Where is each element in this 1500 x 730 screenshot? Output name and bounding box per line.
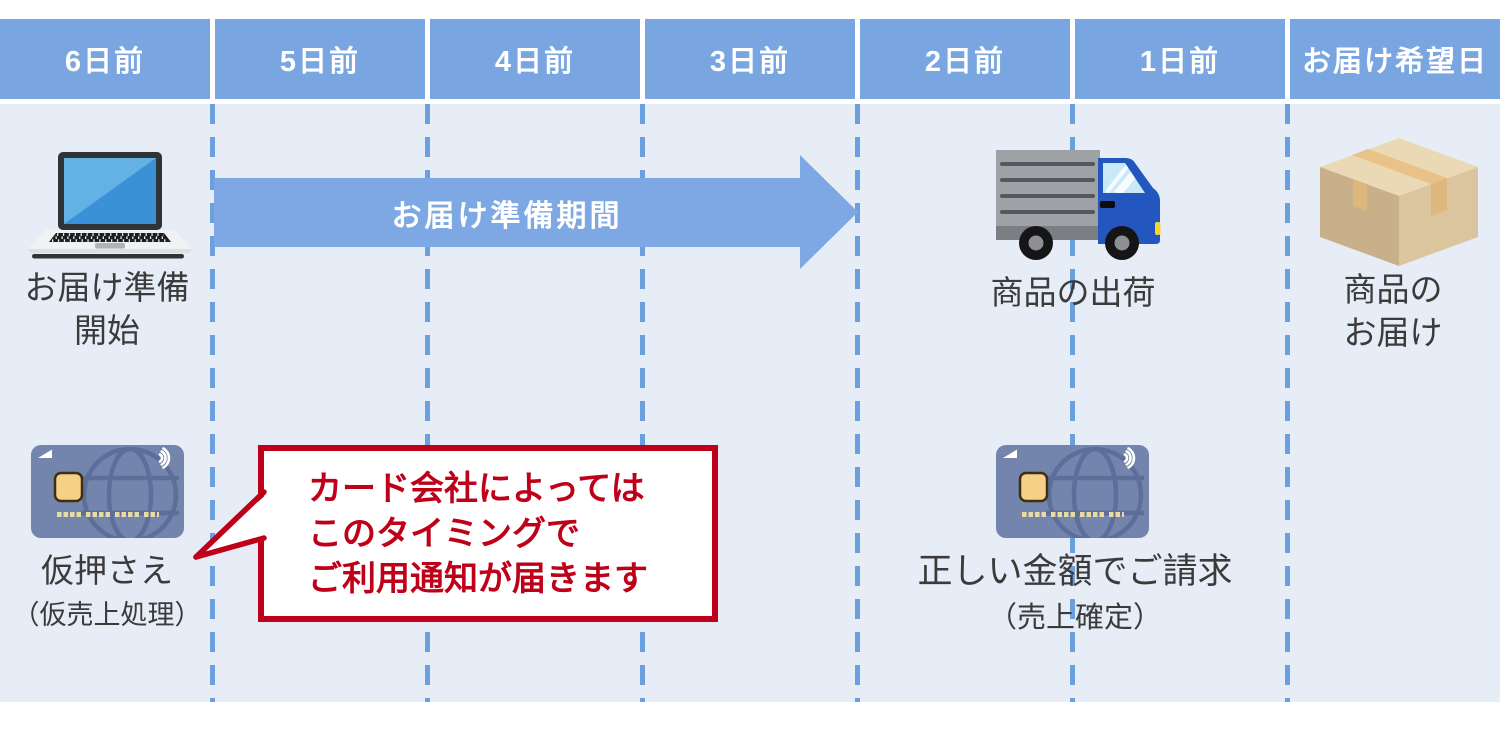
column-divider-4: [855, 104, 860, 702]
header-cell-1-day-before: 1日前: [1075, 19, 1285, 99]
header-cell-6-days-before: 6日前: [0, 19, 210, 99]
prep-period-arrow-label: お届け準備期間: [391, 199, 623, 233]
card-notice-line2: このタイミングで: [308, 515, 580, 553]
header-cell-5-days-before: 5日前: [215, 19, 425, 99]
auth-hold-label: 仮押さえ: [41, 552, 173, 589]
auth-hold-sublabel: （仮売上処理）: [12, 600, 202, 630]
header-cell-desired-delivery: お届け希望日: [1290, 19, 1500, 99]
truck-icon: [996, 149, 1162, 263]
prep-start-label: お届け準備 開始: [0, 266, 214, 352]
column-divider-5: [1070, 104, 1075, 702]
column-divider-3: [640, 104, 645, 702]
card-notice-text: カード会社によっては このタイミングで ご利用通知が届きます: [264, 451, 712, 602]
header-cell-2-days-before: 2日前: [860, 19, 1070, 99]
callout-tail-pointer: [193, 489, 270, 560]
laptop-icon: [18, 152, 198, 262]
timeline-header: 6日前 5日前 4日前 3日前 2日前 1日前 お届け希望日: [0, 19, 1500, 99]
delivery-label: 商品の お届け: [1286, 268, 1500, 354]
column-divider-2: [425, 104, 430, 702]
prep-period-arrow: お届け準備期間: [214, 178, 800, 247]
card-notice-callout: カード会社によっては このタイミングで ご利用通知が届きます: [258, 445, 718, 622]
card-notice-line1: カード会社によっては: [308, 470, 645, 508]
delivery-line2: お届け: [1343, 314, 1443, 351]
column-divider-1: [210, 104, 215, 702]
credit-card-icon: [31, 445, 184, 538]
header-cell-4-days-before: 4日前: [430, 19, 640, 99]
package-icon: [1320, 138, 1478, 266]
prep-start-line1: お届け準備: [24, 269, 190, 306]
card-notice-line3: ご利用通知が届きます: [308, 560, 648, 598]
prep-start-line2: 開始: [74, 312, 140, 349]
final-charge-sublabel: （売上確定）: [987, 602, 1162, 634]
final-charge-label: 正しい金額でご請求: [917, 552, 1233, 591]
prep-period-arrowhead: [800, 155, 858, 269]
column-divider-6: [1285, 104, 1290, 702]
credit-card-icon: [996, 445, 1149, 538]
shipment-label: 商品の出荷: [990, 274, 1156, 311]
timeline-canvas: お届け準備期間 お届け準備 開始: [0, 104, 1500, 702]
header-cell-3-days-before: 3日前: [645, 19, 855, 99]
delivery-line1: 商品の: [1343, 271, 1443, 308]
